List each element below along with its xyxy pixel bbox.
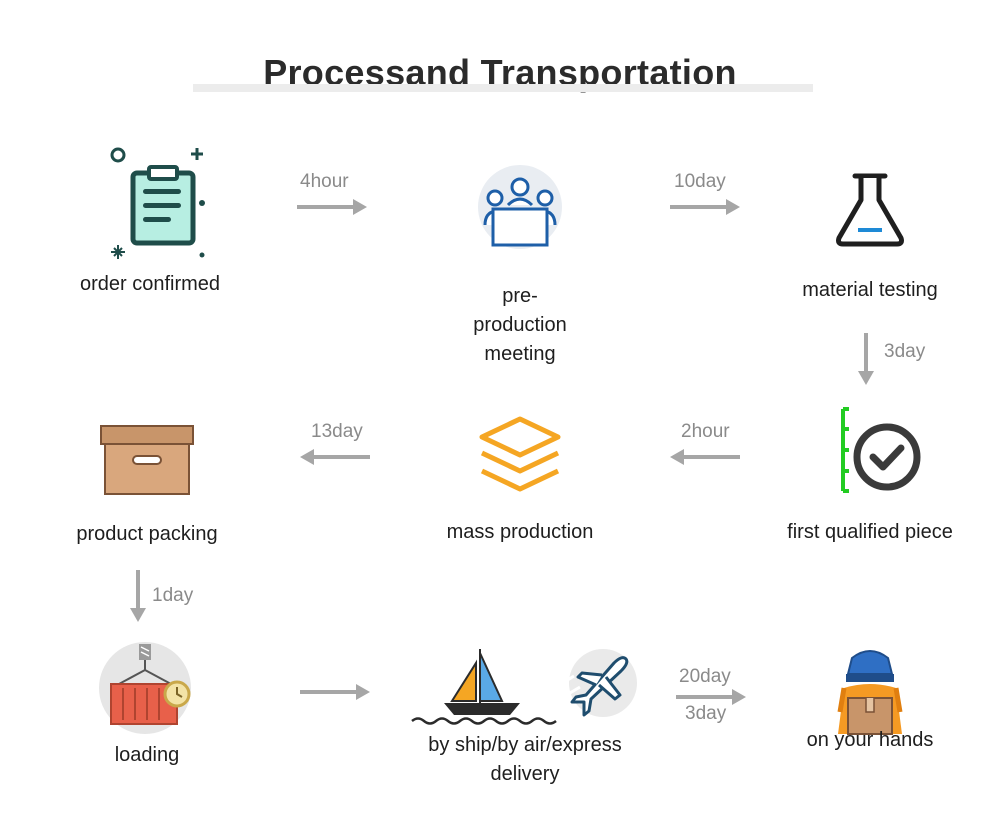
step-label: product packing (76, 523, 218, 545)
duration-label: 2hour (681, 421, 730, 442)
step-label: pre-production meeting (473, 285, 567, 365)
step-mass-production: mass production (430, 415, 610, 547)
arrow-right-icon (300, 684, 370, 700)
arrow-down-icon (130, 570, 146, 622)
arrow-left-icon (670, 449, 740, 465)
duration-label: 3day (685, 703, 727, 724)
duration-label: 13day (311, 421, 363, 442)
arrow-left-icon (300, 449, 370, 465)
meeting-icon (478, 165, 562, 249)
step-label: material testing (802, 279, 938, 301)
duration-label: 10day (674, 171, 726, 192)
step-pre-production-meeting: pre-production meeting (430, 165, 610, 369)
box-icon (100, 425, 194, 495)
duration-label: 20day (679, 666, 731, 687)
check-circle-icon (841, 407, 921, 493)
arrow-right-icon (297, 199, 367, 215)
arrow-right-icon (670, 199, 740, 215)
duration-label: 4hour (300, 171, 349, 192)
step-loading: loading (57, 640, 237, 770)
layers-icon (479, 416, 561, 492)
flask-icon (836, 173, 904, 247)
step-label: loading (114, 744, 180, 766)
step-material-testing: material testing (780, 170, 960, 305)
step-label: order confirmed (79, 273, 221, 295)
step-label: on your hands (806, 729, 934, 751)
arrow-right-icon (676, 689, 746, 705)
step-shipping: by ship/by air/express delivery (405, 645, 645, 789)
container-icon (99, 642, 191, 734)
clipboard-icon (110, 147, 205, 259)
step-product-packing: product packing (57, 420, 237, 549)
step-label: mass production (446, 521, 594, 543)
delivery-person-icon (837, 650, 903, 735)
duration-label: 1day (152, 585, 194, 606)
step-on-your-hands: on your hands (780, 648, 960, 755)
duration-label: 3day (884, 341, 926, 362)
step-order-confirmed: order confirmed (60, 145, 240, 299)
arrow-down-icon (858, 333, 874, 385)
step-label: first qualified piece (787, 521, 953, 543)
step-label: by ship/by air/express delivery (428, 734, 622, 785)
title-underline (193, 84, 813, 92)
step-first-qualified-piece: first qualified piece (770, 405, 970, 547)
ship-plane-icon (411, 649, 637, 725)
